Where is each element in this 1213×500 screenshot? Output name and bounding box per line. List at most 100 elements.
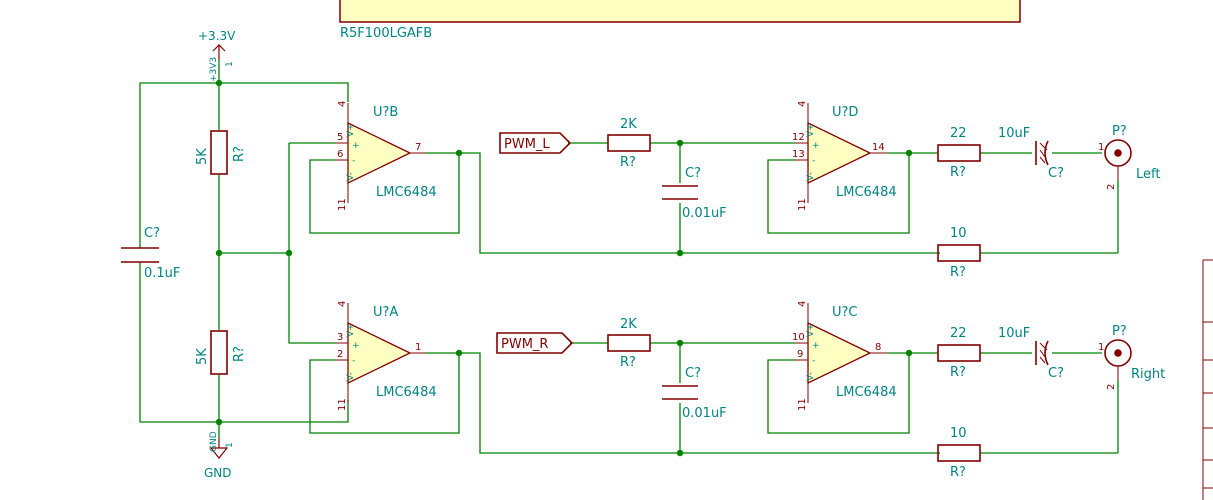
svg-text:C?: C? [685,366,701,381]
svg-text:11: 11 [797,198,808,211]
output-capacitor-right[interactable]: 10uF C? [998,326,1064,381]
filter-capacitor-right[interactable]: C? 0.01uF [662,366,727,421]
input-resistor-left[interactable]: 2K R? [607,117,651,170]
divider-resistor-top[interactable]: 5K R? [195,130,247,175]
svg-text:10: 10 [950,226,967,241]
opamp-ub[interactable]: + - V+ V- 5 6 7 4 11 U?B LMC6484 [335,101,437,211]
opamp-ud[interactable]: + - V+ V- 12 13 14 4 11 U?D LMC6484 [792,101,897,211]
svg-text:R?: R? [620,155,636,170]
svg-text:14: 14 [872,142,885,153]
opamp-ua[interactable]: + - V+ V- 3 2 1 4 11 U?A LMC6484 [335,301,437,411]
svg-text:4: 4 [337,101,348,107]
svg-text:2K: 2K [620,317,637,332]
opamp-part: LMC6484 [376,185,437,200]
svg-text:2: 2 [1106,384,1117,390]
svg-text:+: + [352,341,360,351]
divider-resistor-bottom[interactable]: 5K R? [195,330,247,375]
feedback-resistor-left[interactable]: 10 R? [937,226,981,280]
net-label-pwm-r[interactable]: PWM_R [496,332,574,354]
svg-text:R?: R? [950,365,966,380]
svg-text:2K: 2K [620,117,637,132]
svg-text:R?: R? [950,465,966,480]
svg-text:P?: P? [1112,324,1127,339]
opamp-ref: U?B [373,105,398,120]
svg-text:R?: R? [950,265,966,280]
svg-text:7: 7 [415,142,421,153]
gnd-label: GND [204,466,232,480]
channel-right: PWM_R 2K R? C? 0.01uF 22 R? 10uF C? [496,317,1165,480]
vcc-label: +3.3V [198,29,236,43]
capacitor-value: 0.1uF [144,266,180,281]
sheet-body[interactable] [339,0,1021,23]
svg-text:1: 1 [1098,142,1104,153]
svg-text:10: 10 [950,426,967,441]
junctions [215,79,913,457]
opamp-ref: U?A [373,305,398,320]
capacitor-ref: C? [144,226,160,241]
input-resistor-right[interactable]: 2K R? [607,317,651,370]
svg-text:-: - [352,156,355,166]
svg-text:PWM_R: PWM_R [501,337,548,352]
svg-text:9: 9 [797,349,803,360]
gnd-power-symbol[interactable]: GND GND 1 [204,431,235,480]
svg-text:10: 10 [792,332,805,343]
svg-text:13: 13 [792,149,805,160]
output-capacitor-left[interactable]: 10uF C? [998,126,1064,181]
gnd-pin-num: 1 [225,442,235,448]
svg-text:1: 1 [1098,342,1104,353]
opamp-body [807,121,872,185]
hierarchical-sheet[interactable]: R5F100LGAFB [339,0,1021,41]
svg-text:6: 6 [337,149,343,160]
opamp-uc[interactable]: + - V+ V- 10 9 8 4 11 U?C LMC6484 [792,301,897,411]
svg-text:C?: C? [685,166,701,181]
svg-text:8: 8 [875,342,881,353]
svg-text:C?: C? [1048,366,1064,381]
svg-text:+: + [812,341,820,351]
svg-text:-: - [812,156,815,166]
drawing-frame [1202,259,1213,500]
opamp-body [807,321,872,385]
opamp-part: LMC6484 [376,385,437,400]
vcc-power-symbol[interactable]: +3.3V +3V3 1 [198,29,236,82]
svg-text:4: 4 [337,301,348,307]
sheet-name: R5F100LGAFB [340,26,432,41]
svg-text:2: 2 [1106,184,1117,190]
output-resistor-left[interactable]: 22 R? [937,126,981,180]
vcc-pin-num: 1 [225,61,235,67]
decoupling-capacitor[interactable]: C? 0.1uF [121,226,180,285]
svg-text:1: 1 [415,342,421,353]
audio-connector-right[interactable]: P? Right 1 2 [1098,324,1165,390]
opamp-body [347,321,412,385]
resistor-body [210,330,228,375]
svg-text:10uF: 10uF [998,126,1030,141]
svg-text:C?: C? [1048,166,1064,181]
svg-text:0.01uF: 0.01uF [682,206,727,221]
svg-text:11: 11 [337,198,348,211]
svg-text:22: 22 [950,326,967,341]
svg-text:V-: V- [806,172,816,181]
channel-left: PWM_L 2K R? C? 0.01uF 22 R? 10uF C? [499,117,1160,280]
svg-text:V+: V+ [806,123,816,137]
svg-text:22: 22 [950,126,967,141]
vcc-pin-name: +3V3 [209,57,219,82]
svg-text:5: 5 [337,132,343,143]
svg-text:0.01uF: 0.01uF [682,406,727,421]
svg-text:Right: Right [1131,367,1165,382]
svg-text:11: 11 [337,398,348,411]
svg-text:Left: Left [1136,167,1160,182]
svg-text:+: + [812,141,820,151]
output-resistor-right[interactable]: 22 R? [937,326,981,380]
audio-connector-left[interactable]: P? Left 1 2 [1098,124,1160,190]
svg-text:-: - [812,356,815,366]
filter-capacitor-left[interactable]: C? 0.01uF [662,166,727,221]
svg-text:12: 12 [792,132,805,143]
svg-text:2: 2 [337,349,343,360]
svg-text:4: 4 [797,101,808,107]
svg-text:4: 4 [797,301,808,307]
svg-text:+: + [352,141,360,151]
opamp-part: LMC6484 [836,385,897,400]
svg-text:-: - [352,356,355,366]
net-label-pwm-l[interactable]: PWM_L [499,132,572,154]
feedback-resistor-right[interactable]: 10 R? [937,426,981,480]
